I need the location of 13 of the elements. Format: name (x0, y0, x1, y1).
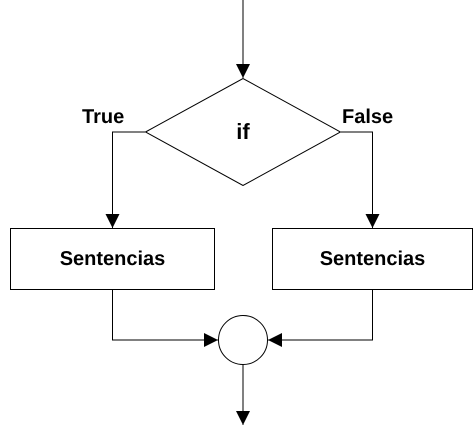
node-text: if (236, 119, 250, 145)
arrow (236, 0, 250, 78)
arrow (340, 132, 380, 228)
arrow (236, 364, 250, 426)
decision-diamond (145, 78, 341, 186)
process-box (10, 228, 215, 290)
arrow (112, 290, 218, 347)
arrow (268, 290, 373, 347)
arrow (106, 132, 146, 228)
process-box (272, 228, 473, 290)
node-text: Sentencias (60, 248, 166, 270)
node-text: Sentencias (320, 248, 426, 270)
junction-circle (218, 315, 268, 365)
